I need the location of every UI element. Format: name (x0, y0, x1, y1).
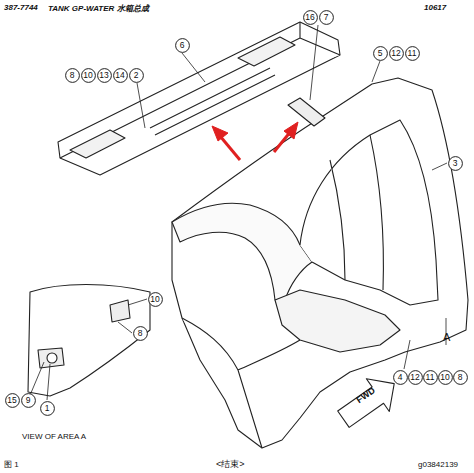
area-a-bolt (47, 353, 57, 363)
callout-text: 12 (389, 46, 404, 61)
callout-text: 15 (5, 393, 20, 408)
red-arrows (212, 122, 298, 160)
callout-number: 15 (5, 393, 20, 408)
callout-text: 10 (148, 292, 163, 307)
callout-text: 8 (65, 68, 80, 83)
callout-number: 6 (175, 38, 190, 53)
callout-text: 1 (40, 401, 55, 416)
strap (288, 98, 325, 126)
callout-text: 10 (81, 68, 96, 83)
callout-text: 11 (405, 46, 420, 61)
callout-number: 7 (319, 10, 334, 25)
callout-number: 3 (448, 156, 463, 171)
text-label: <结束> (216, 458, 245, 471)
tank-step (275, 290, 400, 352)
panel-slot (150, 68, 275, 135)
callout-text: 4 (393, 370, 408, 385)
callout-text: 8 (453, 370, 468, 385)
callout-number: 16 (303, 10, 318, 25)
callout-number: 12 (408, 370, 423, 385)
callout-text: 11 (423, 370, 438, 385)
callout-number: 11 (423, 370, 438, 385)
text-label: 387-7744 (4, 3, 38, 12)
callout-text: 9 (21, 393, 36, 408)
callout-text: 10 (438, 370, 453, 385)
panel-edge (60, 22, 340, 158)
callout-number: 14 (113, 68, 128, 83)
callout-text: 13 (97, 68, 112, 83)
area-a-detail (28, 285, 150, 397)
tank-curved-wall (300, 120, 438, 305)
tank-inner-rib (330, 135, 383, 290)
text-label: TANK GP-WATER 水箱总成 (48, 3, 149, 14)
text-label: A (443, 331, 450, 343)
callout-text: 6 (175, 38, 190, 53)
leader-lines (28, 25, 447, 400)
panel-block (70, 37, 295, 158)
callout-number: 8 (65, 68, 80, 83)
callout-number: 10 (148, 292, 163, 307)
callout-number: 10 (81, 68, 96, 83)
callout-text: 3 (448, 156, 463, 171)
callout-text: 7 (319, 10, 334, 25)
tank-body (172, 78, 468, 448)
callout-number: 12 (389, 46, 404, 61)
callout-text: 16 (303, 10, 318, 25)
callout-number: 4 (393, 370, 408, 385)
callout-text: 14 (113, 68, 128, 83)
text-label: g03842139 (418, 460, 458, 469)
callout-text: 5 (373, 46, 388, 61)
callout-number: 2 (129, 68, 144, 83)
callout-number: 11 (405, 46, 420, 61)
callout-text: 8 (133, 326, 148, 341)
callout-number: 10 (438, 370, 453, 385)
callout-number: 13 (97, 68, 112, 83)
callout-number: 5 (373, 46, 388, 61)
tank-top-face (172, 203, 312, 300)
callout-number: 1 (40, 401, 55, 416)
text-label: 图 1 (4, 459, 19, 470)
callout-text: 2 (129, 68, 144, 83)
callout-number: 8 (133, 326, 148, 341)
callout-number: 8 (453, 370, 468, 385)
top-cover-panel (58, 22, 340, 175)
text-label: VIEW OF AREA A (22, 432, 86, 441)
text-label: 10617 (424, 3, 446, 12)
callout-text: 12 (408, 370, 423, 385)
area-a-bracket (38, 300, 130, 368)
tank-lower-face (182, 318, 300, 448)
callout-number: 9 (21, 393, 36, 408)
